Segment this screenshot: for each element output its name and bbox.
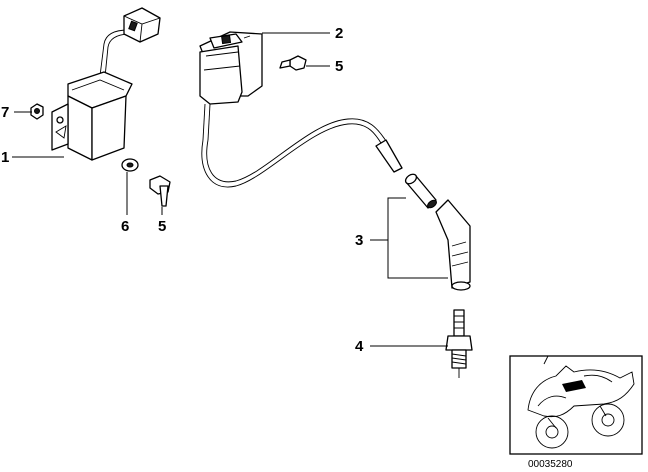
nut-part[interactable] bbox=[30, 103, 44, 120]
ignition-coil-part[interactable] bbox=[199, 31, 403, 188]
callout-2: 2 bbox=[335, 25, 343, 42]
spark-plug-connector-part[interactable] bbox=[404, 172, 471, 291]
control-unit-part[interactable] bbox=[51, 7, 161, 161]
callout-labels: 1 7 2 5 6 5 3 4 bbox=[1, 25, 364, 355]
callout-4: 4 bbox=[355, 338, 364, 355]
diagram-number: 00035280 bbox=[528, 459, 573, 470]
callout-5-lower: 5 bbox=[158, 218, 166, 235]
callout-7: 7 bbox=[1, 104, 9, 121]
bolt-lower-part[interactable] bbox=[149, 175, 171, 207]
leader-lines bbox=[12, 32, 448, 347]
spark-plug-part[interactable] bbox=[445, 309, 473, 378]
bolt-upper-part[interactable] bbox=[279, 55, 307, 71]
callout-3: 3 bbox=[355, 232, 363, 249]
callout-5-upper: 5 bbox=[335, 58, 343, 75]
washer-part[interactable] bbox=[121, 158, 139, 172]
callout-1: 1 bbox=[1, 149, 9, 166]
callout-6: 6 bbox=[121, 218, 129, 235]
motorcycle-thumbnail bbox=[509, 355, 643, 455]
